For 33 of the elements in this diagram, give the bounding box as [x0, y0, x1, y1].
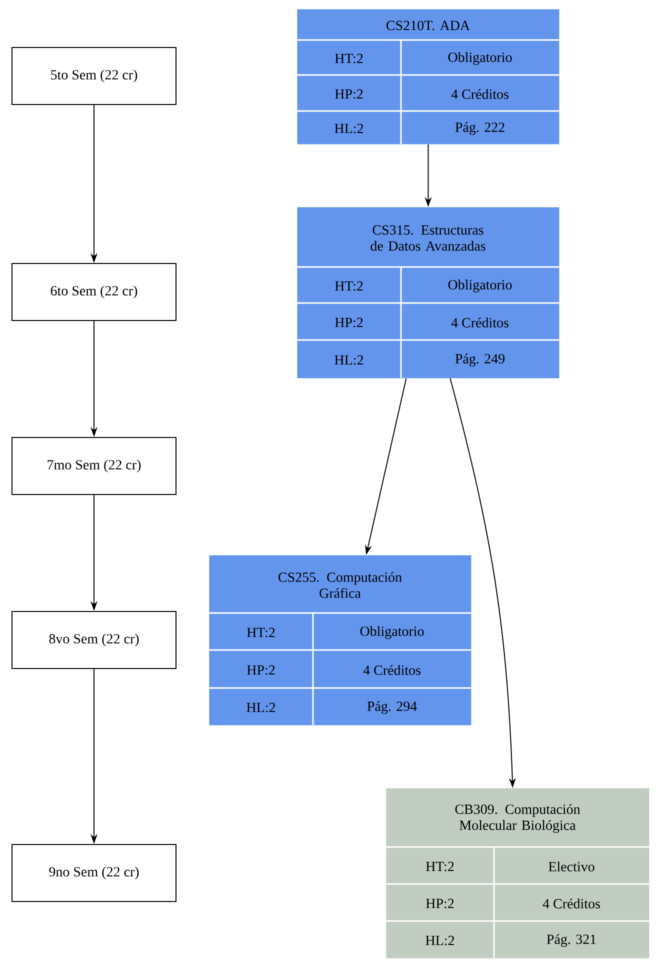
- table-cell: Pág. 249: [455, 354, 504, 366]
- table-cell: HP:2: [335, 318, 363, 328]
- course-title: CS210T. ADA: [386, 20, 470, 30]
- table-cell: Obligatorio: [448, 52, 512, 65]
- table-cell: 4 Créditos: [363, 665, 420, 675]
- table-cell: HL:2: [426, 936, 454, 946]
- table-cell: HP:2: [426, 898, 454, 908]
- table-cell: HT:2: [334, 54, 363, 64]
- table-cell: Pág. 294: [367, 701, 417, 714]
- semester-box: 8vo Sem (22 cr): [12, 611, 176, 669]
- course-title: CS315. Estructuras de Datos Avanzadas: [370, 225, 486, 251]
- table-cell: Electivo: [548, 862, 594, 872]
- semester-box: 5to Sem (22 cr): [12, 47, 176, 105]
- semester-box: 9no Sem (22 cr): [12, 844, 176, 902]
- course-title: CB309. Computación Molecular Biológica: [455, 804, 580, 833]
- table-cell: HT:2: [426, 862, 454, 872]
- table-cell: Pág. 222: [455, 122, 504, 135]
- table-cell: HL:2: [334, 355, 363, 365]
- course-title: CS255. Computación Gráfica: [278, 572, 402, 598]
- table-cell: HT:2: [334, 281, 363, 291]
- table-cell: 4 Créditos: [451, 318, 508, 328]
- table-cell: 4 Créditos: [451, 89, 508, 99]
- table-cell: Obligatorio: [448, 280, 512, 292]
- table-cell: HL:2: [246, 702, 275, 712]
- table-cell: HT:2: [246, 628, 275, 638]
- table-cell: HP:2: [247, 665, 275, 675]
- table-cell: HP:2: [335, 89, 363, 99]
- table-cell: Obligatorio: [360, 626, 424, 639]
- table-cell: 4 Créditos: [542, 898, 600, 908]
- table-cell: HL:2: [334, 124, 363, 134]
- semester-box: 6to Sem (22 cr): [12, 263, 176, 321]
- table-cell: Pág. 321: [546, 934, 596, 947]
- semester-box: 7mo Sem (22 cr): [12, 437, 176, 495]
